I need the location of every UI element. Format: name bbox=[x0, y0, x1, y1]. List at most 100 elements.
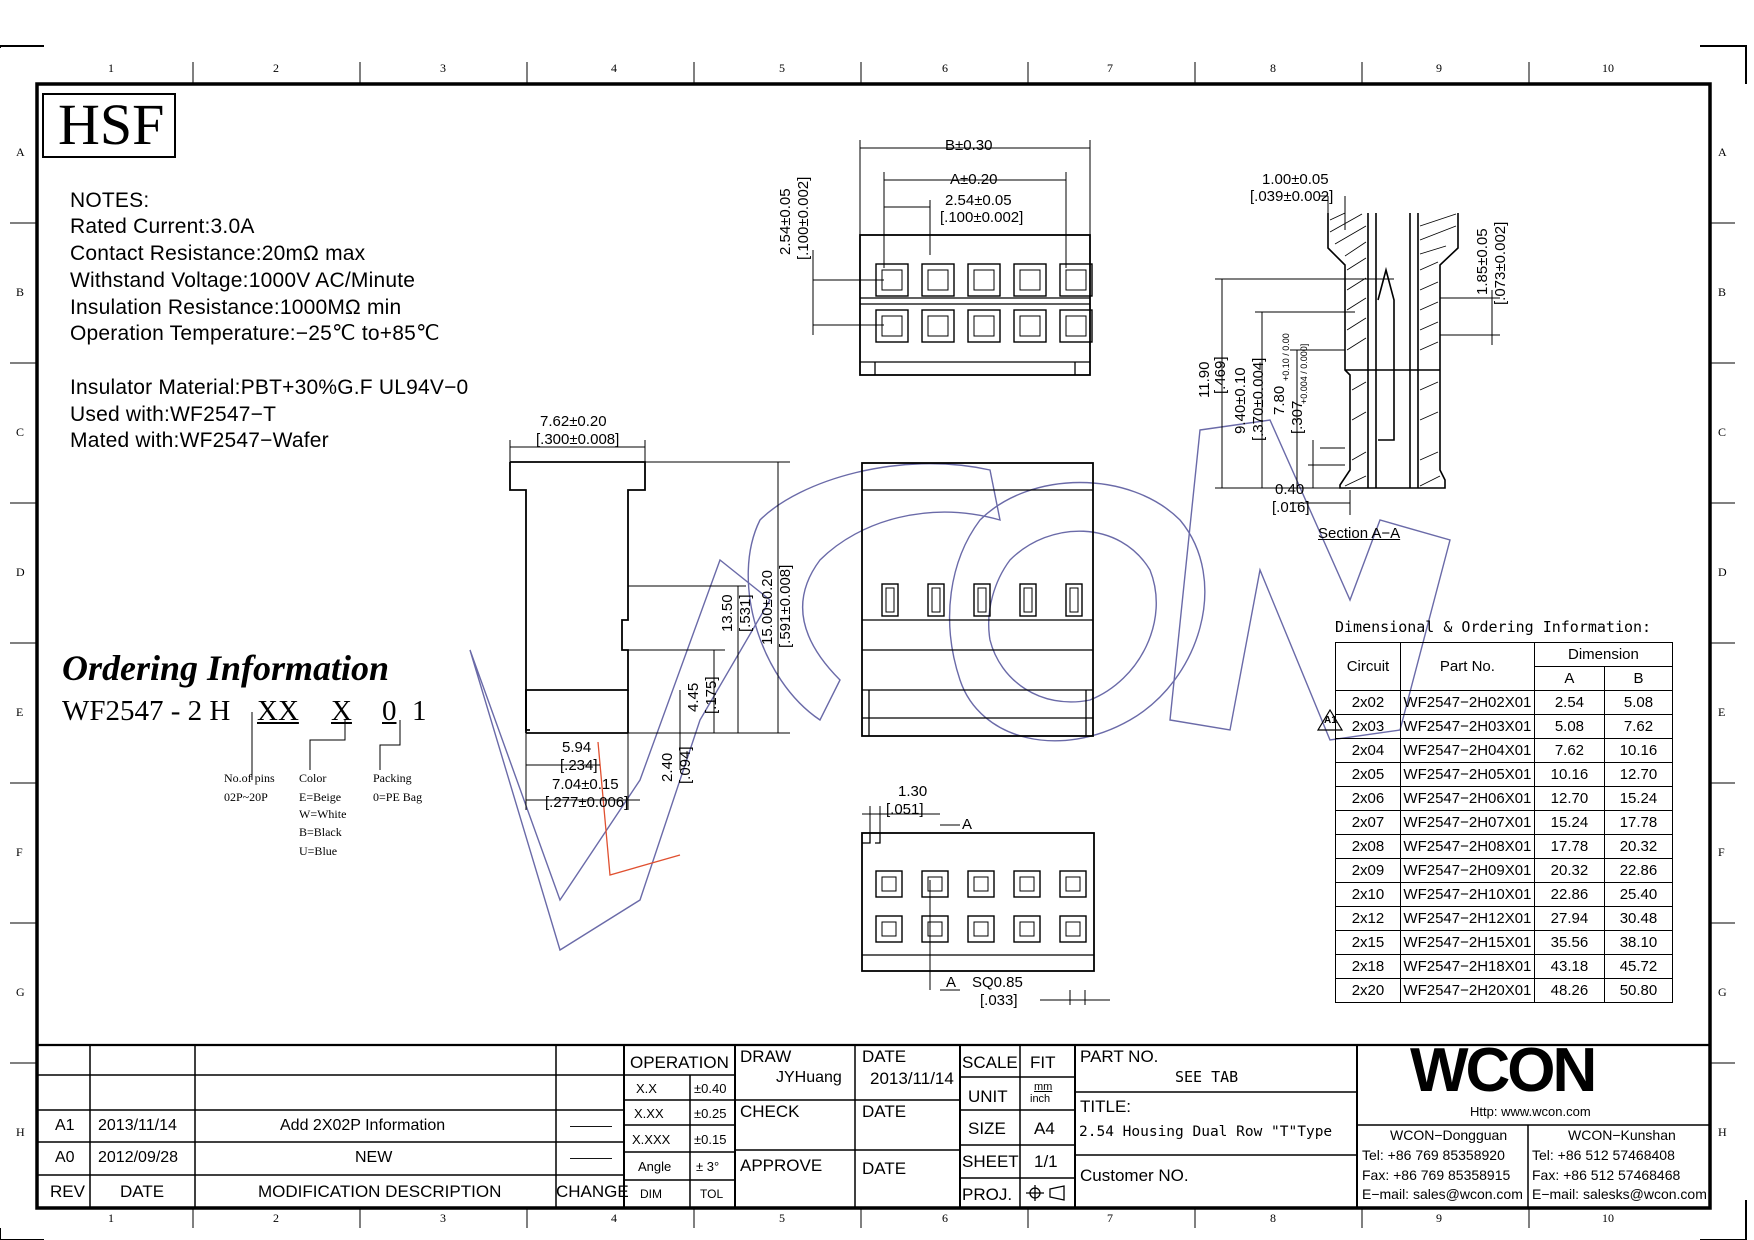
dim-s2-mm: 1.85±0.05 bbox=[1474, 228, 1491, 295]
bottom-cavity-inner bbox=[1065, 876, 1081, 892]
part-cell: WF2547−2H20X01 bbox=[1399, 978, 1535, 1003]
dim-b-cell: 10.16 bbox=[1603, 738, 1674, 763]
front-view bbox=[861, 462, 1094, 737]
rev-row-change: ——— bbox=[570, 1149, 612, 1165]
dim-a-cell: 48.26 bbox=[1533, 978, 1605, 1003]
color-label: Color bbox=[299, 771, 327, 785]
dim-b-cell: 22.86 bbox=[1603, 858, 1674, 883]
tb-drawer: JYHuang bbox=[776, 1069, 842, 1086]
dim-b2-in: [.277±0.006] bbox=[545, 794, 629, 811]
zone-col: 7 bbox=[1107, 1211, 1113, 1225]
dim-b-cell: 17.78 bbox=[1603, 810, 1674, 835]
company-dg-mail: E−mail: sales@wcon.com bbox=[1362, 1186, 1523, 1202]
tb-date-label: DATE bbox=[862, 1047, 907, 1066]
dim-h4-in: [.094] bbox=[677, 746, 694, 784]
part-cell: WF2547−2H02X01 bbox=[1399, 690, 1535, 715]
zone-row: D bbox=[16, 565, 25, 579]
pins-range: 02P~20P bbox=[224, 790, 268, 804]
tb-size-value: A4 bbox=[1034, 1119, 1055, 1138]
tb-partno-value: SEE TAB bbox=[1175, 1068, 1239, 1086]
color-value: U=Blue bbox=[299, 844, 338, 858]
bottom-cavity-inner bbox=[1065, 921, 1081, 937]
top-cavity-inner bbox=[881, 315, 903, 337]
tb-title-label: TITLE: bbox=[1080, 1097, 1132, 1116]
header-part: Part No. bbox=[1399, 642, 1535, 691]
front-slot bbox=[1065, 583, 1083, 617]
part-code-one: 1 bbox=[412, 695, 427, 727]
wcon-logo: WCON bbox=[1410, 1036, 1597, 1105]
zone-col: 3 bbox=[440, 61, 446, 75]
company-kunshan: WCON−Kunshan bbox=[1568, 1127, 1676, 1143]
front-slot bbox=[881, 583, 899, 617]
tol-value: ± 3° bbox=[696, 1159, 720, 1174]
zone-row: E bbox=[16, 705, 24, 719]
revision-mark: A1 bbox=[1324, 715, 1337, 726]
dim-b-cell: 5.08 bbox=[1603, 690, 1674, 715]
zone-col: 1 bbox=[108, 1211, 114, 1225]
bottom-cavity bbox=[875, 870, 903, 898]
dim-h1-in: [.531] bbox=[737, 594, 754, 632]
part-cell: WF2547−2H09X01 bbox=[1399, 858, 1535, 883]
drawing-frame bbox=[35, 82, 1712, 1210]
zone-col: 10 bbox=[1602, 1211, 1614, 1225]
dim-b-cell: 30.48 bbox=[1603, 906, 1674, 931]
zone-row: C bbox=[1718, 425, 1727, 439]
dim-s3-mm: 11.90 bbox=[1196, 361, 1213, 398]
part-cell: WF2547−2H08X01 bbox=[1399, 834, 1535, 859]
header-a: A bbox=[1533, 666, 1605, 691]
dim-a-cell: 7.62 bbox=[1533, 738, 1605, 763]
bottom-cavity bbox=[1059, 870, 1087, 898]
bottom-cavity-inner bbox=[927, 876, 943, 892]
wcon-website: Http: www.wcon.com bbox=[1470, 1104, 1591, 1119]
hsf-logo: HSF bbox=[58, 92, 165, 157]
color-value: E=Beige bbox=[299, 790, 342, 804]
tol-operation: OPERATION bbox=[630, 1053, 729, 1072]
tol-value: ±0.40 bbox=[694, 1081, 727, 1096]
top-cavity-inner bbox=[881, 269, 903, 291]
dim-sq-mm: SQ0.85 bbox=[972, 974, 1023, 991]
company-ks-fax: Fax: +86 512 57468468 bbox=[1532, 1167, 1681, 1183]
bottom-cavity-inner bbox=[927, 921, 943, 937]
dim-s5-intol: +0.004 / 0.000] bbox=[1299, 343, 1309, 404]
dim-a-cell: 22.86 bbox=[1533, 882, 1605, 907]
side-view bbox=[509, 461, 646, 734]
top-cavity bbox=[921, 263, 955, 297]
top-cavity-inner bbox=[1019, 269, 1041, 291]
note-line: Withstand Voltage:1000V AC/Minute bbox=[70, 269, 416, 292]
dim-b-cell: 12.70 bbox=[1603, 762, 1674, 787]
note-line: Insulation Resistance:1000MΩ min bbox=[70, 296, 402, 319]
bottom-cavity bbox=[921, 915, 949, 943]
title-block-lines bbox=[37, 1043, 1710, 1208]
rev-row-rev: A0 bbox=[55, 1149, 75, 1166]
dim-s4-mm: 9.40±0.10 bbox=[1232, 367, 1249, 434]
bottom-cavity bbox=[967, 870, 995, 898]
section-label: Section A−A bbox=[1318, 525, 1401, 542]
company-dg-tel: Tel: +86 769 85358920 bbox=[1362, 1147, 1505, 1163]
dim-b-cell: 20.32 bbox=[1603, 834, 1674, 859]
tb-draw-date: 2013/11/14 bbox=[870, 1069, 954, 1088]
dim-s6-in: [.016] bbox=[1272, 499, 1310, 516]
tb-sheet: SHEET bbox=[962, 1152, 1019, 1171]
dim-pitch-mm: 2.54±0.05 bbox=[945, 192, 1012, 209]
bottom-cavity bbox=[967, 915, 995, 943]
tol-value: ±0.15 bbox=[694, 1132, 727, 1147]
dim-h4-mm: 2.40 bbox=[659, 752, 676, 782]
note-line: Rated Current:3.0A bbox=[70, 215, 255, 238]
hsf-box bbox=[42, 93, 176, 158]
material-line: Insulator Material:PBT+30%G.F UL94V−0 bbox=[70, 376, 469, 399]
bottom-view bbox=[861, 832, 1095, 972]
top-cavity bbox=[967, 263, 1001, 297]
dim-b-cell: 15.24 bbox=[1603, 786, 1674, 811]
zone-col: 4 bbox=[611, 1211, 617, 1225]
front-slot-inner bbox=[1069, 587, 1079, 613]
top-view bbox=[859, 234, 1093, 376]
tol-spec: X.X bbox=[636, 1081, 657, 1096]
part-code-zero: 0 bbox=[382, 695, 397, 727]
dim-width-mm: 7.62±0.20 bbox=[540, 413, 607, 430]
part-cell: WF2547−2H10X01 bbox=[1399, 882, 1535, 907]
zone-col: 4 bbox=[611, 61, 617, 75]
